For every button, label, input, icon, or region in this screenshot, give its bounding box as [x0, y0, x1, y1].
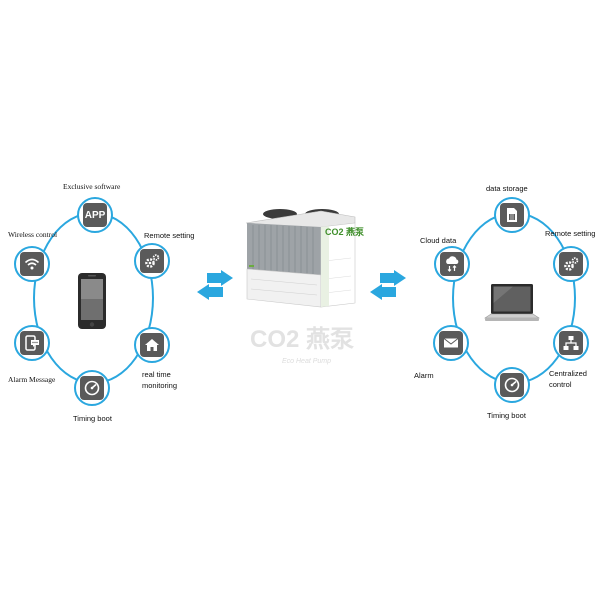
unit-brand: CO2 燕泵	[325, 227, 365, 237]
envelope-icon	[439, 331, 463, 355]
house-icon	[140, 333, 164, 357]
left-node-wireless[interactable]	[14, 246, 50, 282]
right-label-central-2: control	[549, 380, 572, 389]
right-label-storage: data storage	[486, 184, 528, 193]
right-label-timing: Timing boot	[487, 411, 526, 420]
right-node-central[interactable]	[553, 325, 589, 361]
left-double-arrow	[197, 270, 233, 300]
left-label-wireless: Wireless control	[8, 230, 58, 239]
gears-icon	[140, 249, 164, 273]
watermark-sub: Eco Heat Pump	[282, 358, 332, 365]
left-node-alarm[interactable]	[14, 325, 50, 361]
left-node-monitor[interactable]	[134, 327, 170, 363]
gauge-icon	[80, 376, 104, 400]
network-icon	[559, 331, 583, 355]
right-label-cloud: Cloud data	[420, 236, 457, 245]
gears-icon	[559, 252, 583, 276]
right-node-timing[interactable]	[494, 367, 530, 403]
sim-card-icon	[500, 203, 524, 227]
right-node-alarm[interactable]	[433, 325, 469, 361]
right-label-alarm: Alarm	[414, 371, 434, 380]
right-label-remote: Remote setting	[545, 229, 596, 238]
left-label-timing: Timing boot	[73, 414, 112, 423]
left-label-app: Exclusive software	[63, 182, 121, 191]
smartphone-image	[78, 273, 106, 329]
right-node-cloud[interactable]	[434, 246, 470, 282]
app-icon: APP	[83, 203, 107, 227]
watermark-logo: CO2 燕泵	[250, 326, 355, 353]
right-label-central-1: Centralized	[549, 369, 587, 378]
left-label-monitor-2: monitoring	[142, 381, 178, 390]
phone-message-icon	[20, 331, 44, 355]
left-label-monitor-1: real time	[142, 370, 171, 379]
heat-pump-unit	[245, 209, 356, 308]
app-text: APP	[84, 209, 106, 221]
cloud-icon	[440, 252, 464, 276]
left-label-alarm: Alarm Message	[8, 375, 56, 384]
right-node-remote[interactable]	[553, 246, 589, 282]
left-label-remote: Remote setting	[144, 231, 195, 240]
left-node-remote[interactable]	[134, 243, 170, 279]
right-node-storage[interactable]	[494, 197, 530, 233]
laptop-image	[484, 284, 540, 321]
left-node-app[interactable]: APP	[77, 197, 113, 233]
gauge-icon	[500, 373, 524, 397]
right-double-arrow	[370, 270, 406, 300]
wifi-icon	[20, 252, 44, 276]
left-node-timing[interactable]	[74, 370, 110, 406]
